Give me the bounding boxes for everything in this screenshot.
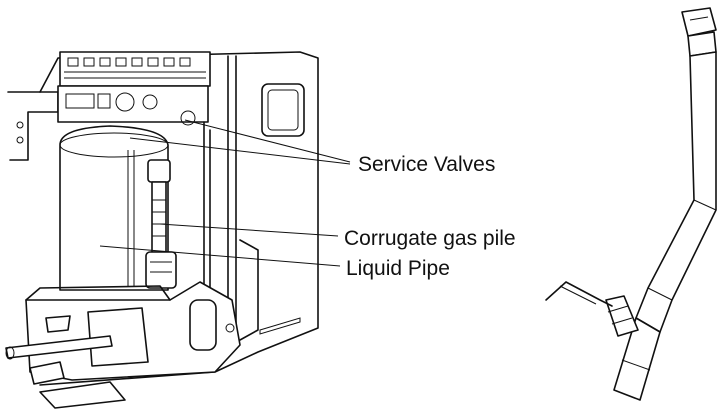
leader-service-valves-2 — [129, 137, 351, 165]
outlet-pipe-nut — [29, 361, 65, 385]
leader-corrugate-pipe — [159, 223, 339, 237]
label-service-valves: Service Valves — [358, 153, 495, 176]
wiring-board — [59, 51, 211, 87]
label-corrugate-gas-pipe: Corrugate gas pile — [344, 227, 516, 250]
leader-liquid-pipe — [99, 245, 341, 267]
detail-top-nut — [681, 7, 717, 37]
leader-lines — [99, 119, 351, 267]
outlet-pipe — [5, 335, 113, 359]
detail-fitting — [605, 295, 639, 337]
valve-manifold — [57, 85, 209, 123]
side-panel-window — [261, 83, 305, 137]
base-plate — [39, 381, 126, 409]
label-liquid-pipe: Liquid Pipe — [346, 257, 450, 280]
side-panel-lower — [239, 239, 259, 341]
detail-pipe-body — [635, 51, 717, 333]
left-bracket — [7, 91, 59, 161]
detail-pipe-lower — [613, 317, 661, 401]
corrugated-pipe-body — [151, 181, 167, 253]
corrugated-pipe-flare-nut — [145, 251, 177, 289]
detail-cable — [545, 281, 613, 307]
corrugated-pipe-detail — [545, 7, 717, 401]
outdoor-unit — [5, 51, 319, 409]
corrugated-pipe-connector — [147, 159, 171, 183]
access-panel-opening — [189, 299, 217, 351]
leader-service-valves-1 — [184, 119, 351, 163]
